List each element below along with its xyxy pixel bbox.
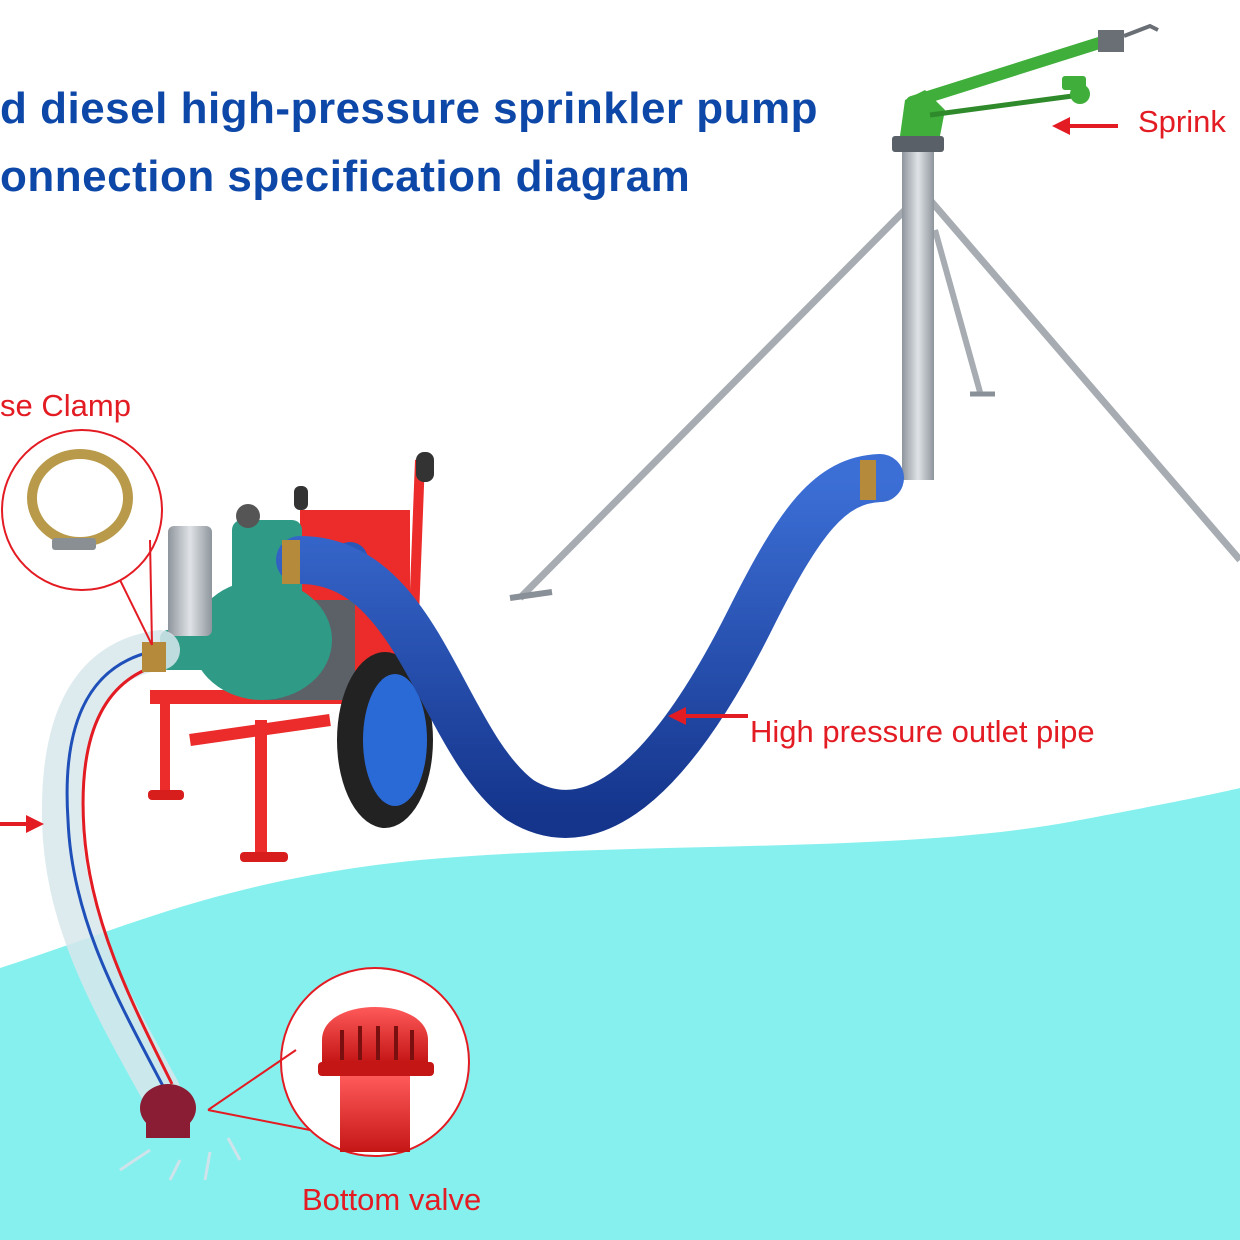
arrow-icon	[0, 815, 44, 833]
bottom-valve-label: Bottom valve	[302, 1182, 482, 1217]
outlet-hose	[276, 454, 904, 838]
foot-valve	[140, 1084, 196, 1138]
tripod-icon	[509, 150, 1240, 601]
water-intake-arrows	[119, 1137, 242, 1181]
hose-clamp-label: se Clamp	[0, 388, 131, 423]
hose-clamp-icon	[1, 429, 163, 646]
outlet-pipe-label: High pressure outlet pipe	[750, 714, 1095, 749]
arrow-icon	[1052, 117, 1118, 135]
diagram-title-line-2: onnection specification diagram	[0, 152, 691, 201]
pump-icon	[148, 452, 434, 862]
sprinkler-label: Sprink	[1138, 104, 1226, 139]
water-area	[0, 788, 1240, 1240]
diagram-title-line-1: d diesel high-pressure sprinkler pump	[0, 84, 819, 133]
bottom-valve-icon	[207, 967, 470, 1157]
sprinkler-icon	[892, 23, 1159, 152]
arrow-icon	[668, 707, 748, 725]
